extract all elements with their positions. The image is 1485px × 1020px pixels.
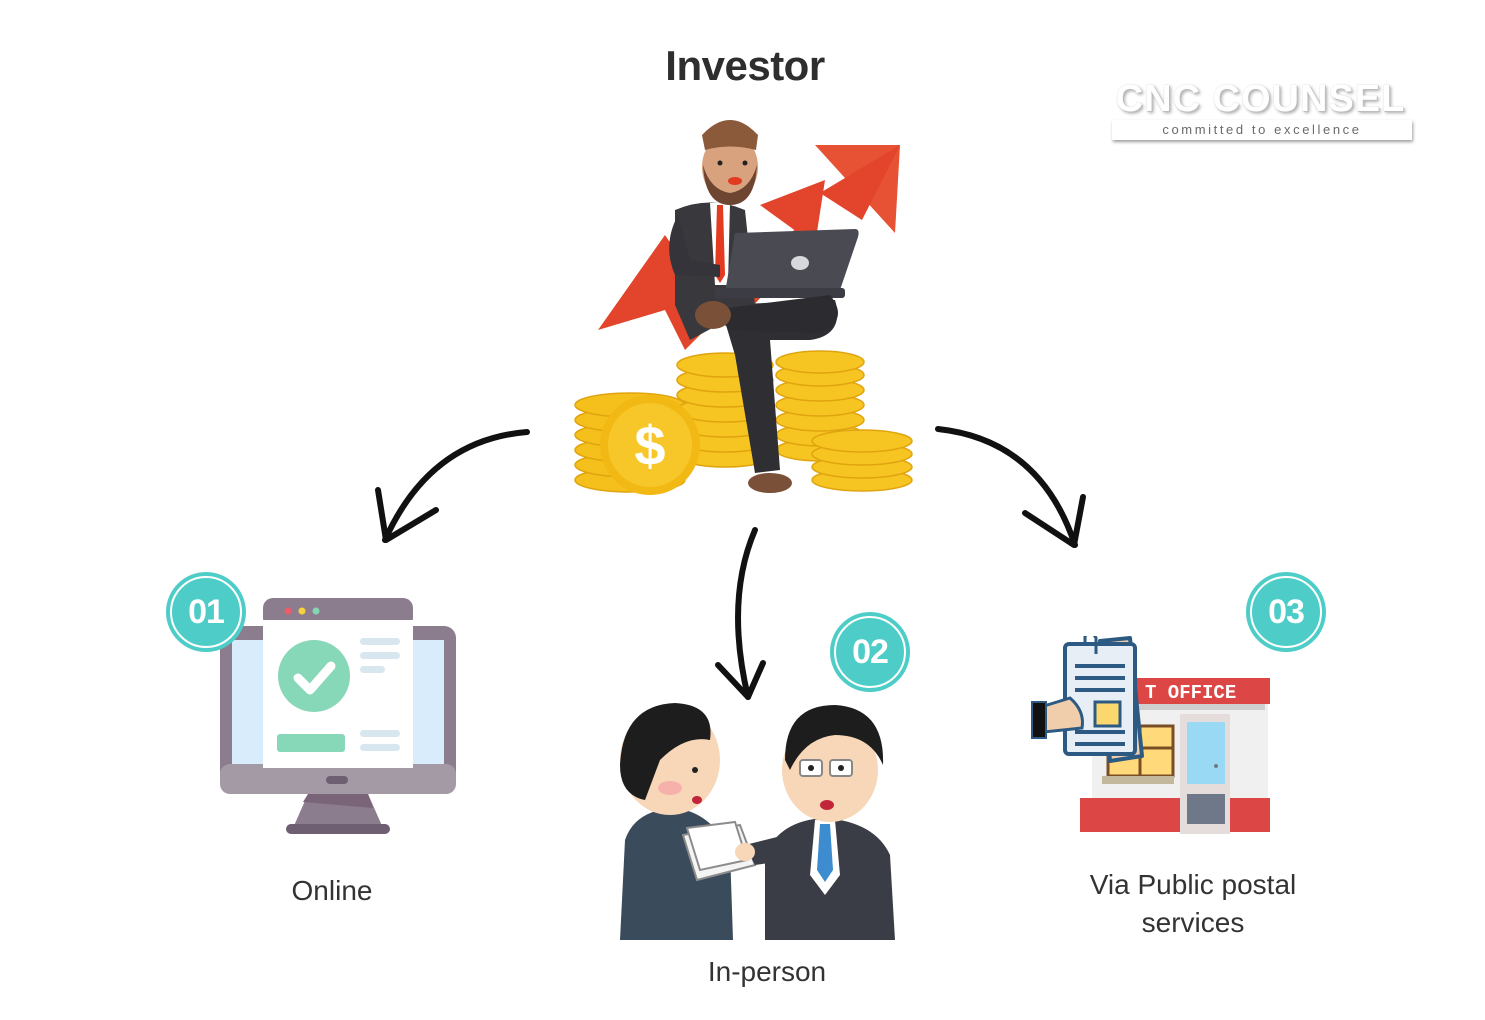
arrow-to-postal — [935, 426, 1078, 548]
svg-text:T OFFICE: T OFFICE — [1145, 682, 1236, 704]
post-office-icon: T OFFICE — [1030, 631, 1275, 836]
arrow-to-online — [382, 429, 530, 543]
arrow-to-in-person — [735, 527, 758, 700]
logo-tagline: committed to excellence — [1112, 120, 1412, 140]
computer-checkmark-icon — [218, 596, 458, 838]
method-label-online: Online — [291, 875, 373, 906]
company-logo: CNC COUNSEL committed to excellence — [1108, 78, 1418, 148]
logo-name: CNC COUNSEL — [1115, 78, 1406, 120]
two-businessmen-icon — [615, 700, 900, 942]
diagram-title: Investor — [665, 42, 825, 89]
investor-on-coins-icon: $ — [570, 105, 920, 515]
method-label-postal: Via Public postal services — [1089, 869, 1297, 938]
step-badge-02: 02 — [830, 612, 910, 692]
step-badge-03: 03 — [1246, 572, 1326, 652]
step-badge-01: 01 — [166, 572, 246, 652]
svg-text:$: $ — [634, 414, 665, 477]
method-label-in-person: In-person — [707, 956, 827, 987]
